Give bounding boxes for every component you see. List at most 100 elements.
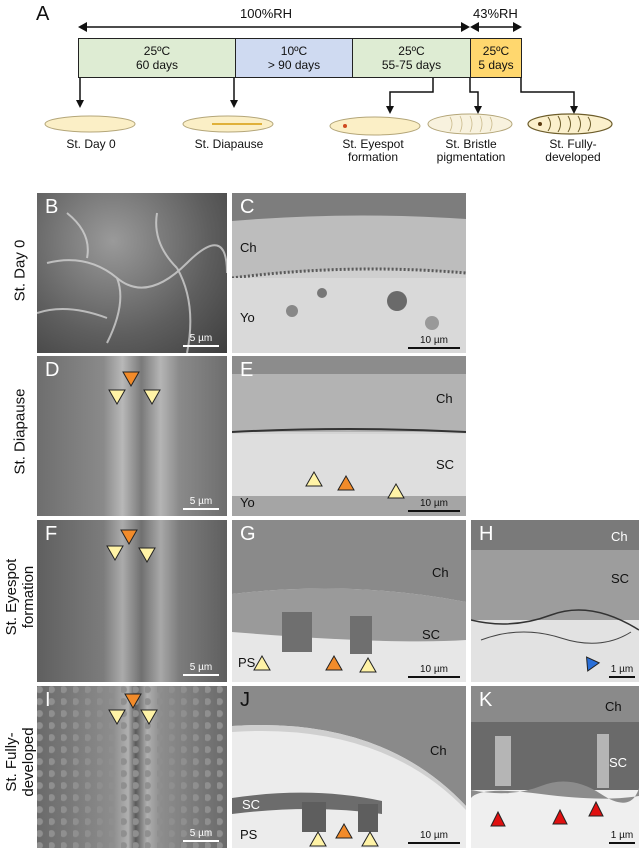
row-label-eyespot-line1: St. Eyespot xyxy=(3,558,20,636)
panel-g-letter: G xyxy=(240,523,256,545)
panel-k-label-ch: Ch xyxy=(605,699,622,714)
panel-c-scalebar: 10 µm xyxy=(408,335,460,349)
row-label-eyespot-line2: formation xyxy=(20,565,37,629)
panel-e-scale-text: 10 µm xyxy=(420,498,448,509)
phase-4: 25ºC 5 days xyxy=(470,38,522,78)
panel-e-letter: E xyxy=(240,359,254,381)
panel-j-scale-text: 10 µm xyxy=(420,830,448,841)
panel-f-scale-text: 5 µm xyxy=(189,662,213,673)
fully-arrowheads xyxy=(108,693,158,726)
panel-g-label-ps: PS xyxy=(238,655,256,670)
panel-k-scale-text: 1 µm xyxy=(610,830,634,841)
panel-f-sem: F 5 µm xyxy=(37,520,227,682)
phase-4-duration: 5 days xyxy=(478,58,514,72)
phase-2-duration: > 90 days xyxy=(267,58,321,72)
row-label-fully-line2: developed xyxy=(20,727,37,797)
phase-3-temp: 25ºC xyxy=(398,44,425,58)
panel-e-label-ch: Ch xyxy=(436,391,453,406)
row-label-day0-line1: St. Day 0 xyxy=(11,239,29,302)
panel-b-scale-text: 5 µm xyxy=(189,333,213,344)
diapause-layers xyxy=(232,356,466,516)
panel-j-letter: J xyxy=(240,689,250,711)
phase-1-temp: 25ºC xyxy=(143,44,171,58)
egg-eyespot-icon xyxy=(329,116,421,136)
stage-eyespot-line1: St. Eyespot xyxy=(342,137,404,151)
panel-d-scalebar: 5 µm xyxy=(183,496,219,510)
eyespot-layers xyxy=(232,520,466,673)
panel-i-scale-text: 5 µm xyxy=(189,828,213,839)
panel-d-letter: D xyxy=(45,359,60,381)
phase-1-duration: 60 days xyxy=(135,58,179,72)
panel-c-label-yo: Yo xyxy=(240,310,255,325)
panel-h-letter: H xyxy=(479,523,494,545)
panel-c-scale-text: 10 µm xyxy=(420,335,448,346)
row-label-fully: St. Fully- developed xyxy=(3,712,37,812)
egg-drawings xyxy=(44,113,613,136)
panel-e-scalebar: 10 µm xyxy=(408,498,460,512)
timeline-arrows xyxy=(78,22,522,32)
panel-e-tem: E Ch SC Yo 10 µm xyxy=(232,356,466,516)
stage-bristle-line2: pigmentation xyxy=(436,150,506,164)
panel-h-tem: H Ch SC 1 µm xyxy=(471,520,639,682)
panel-h-label-ch: Ch xyxy=(611,529,628,544)
panel-h-label-sc: SC xyxy=(611,571,630,586)
panel-j-label-ps: PS xyxy=(240,827,258,842)
stage-eyespot: St. Eyespot formation xyxy=(318,138,428,164)
stage-diapause-line1: St. Diapause xyxy=(194,137,264,151)
panel-a-letter: A xyxy=(36,3,50,25)
chorion-layer xyxy=(232,193,466,353)
panel-k-scalebar: 1 µm xyxy=(609,830,635,844)
panel-b-scalebar: 5 µm xyxy=(183,333,219,347)
phase-4-temp: 25ºC xyxy=(482,44,510,58)
panel-e-label-yo: Yo xyxy=(240,495,255,510)
stage-fully-line2: developed xyxy=(545,150,601,164)
panel-i-sem: I 5 µm xyxy=(37,686,227,848)
rh-43-label: 43%RH xyxy=(473,6,518,21)
panel-b-letter: B xyxy=(45,196,59,218)
fully-detail xyxy=(471,686,639,827)
panel-d-sem: D 5 µm xyxy=(37,356,227,516)
row-label-day0: St. Day 0 xyxy=(12,221,29,321)
stage-fully-developed: St. Fully- developed xyxy=(518,138,628,164)
wrinkle-texture xyxy=(37,212,227,353)
panel-k-tem: K Ch SC 1 µm xyxy=(471,686,639,848)
panel-i-scalebar: 5 µm xyxy=(183,828,219,842)
fully-layers xyxy=(232,686,466,847)
row-label-diapause-line1: St. Diapause xyxy=(11,388,29,475)
stage-day0-line1: St. Day 0 xyxy=(66,137,116,151)
panel-g-tem: G Ch SC PS 10 µm xyxy=(232,520,466,682)
panel-e-label-sc: SC xyxy=(436,457,455,472)
panel-g-scale-text: 10 µm xyxy=(420,664,448,675)
panel-f-scalebar: 5 µm xyxy=(183,662,219,676)
panel-j-label-sc: SC xyxy=(242,797,261,812)
phase-2: 10ºC > 90 days xyxy=(235,38,353,78)
panel-c-label-ch: Ch xyxy=(240,240,257,255)
row-label-fully-line1: St. Fully- xyxy=(3,732,20,792)
phase-2-temp: 10ºC xyxy=(280,44,308,58)
panel-g-scalebar: 10 µm xyxy=(408,664,460,678)
panel-j-scalebar: 10 µm xyxy=(408,830,460,844)
panel-h-scalebar: 1 µm xyxy=(609,664,635,678)
panel-b-sem: B 5 µm xyxy=(37,193,227,353)
egg-bristle-icon xyxy=(427,113,513,135)
eyespot-detail xyxy=(471,520,639,672)
stage-bristle-line1: St. Bristle xyxy=(445,137,497,151)
panel-h-scale-text: 1 µm xyxy=(610,664,634,675)
panel-k-letter: K xyxy=(479,689,493,711)
panel-c-letter: C xyxy=(240,196,255,218)
phase-3: 25ºC 55-75 days xyxy=(352,38,471,78)
panel-c-tem: C Ch Yo 10 µm xyxy=(232,193,466,353)
stage-eyespot-line2: formation xyxy=(347,150,399,164)
panel-k-label-sc: SC xyxy=(609,755,628,770)
panel-g-label-ch: Ch xyxy=(432,565,449,580)
row-label-diapause: St. Diapause xyxy=(12,382,29,482)
panel-f-letter: F xyxy=(45,523,58,545)
rh-100-label: 100%RH xyxy=(240,6,293,21)
panel-j-label-ch: Ch xyxy=(430,743,447,758)
eyespot-arrowheads xyxy=(106,529,156,564)
panel-g-label-sc: SC xyxy=(422,627,441,642)
stage-diapause: St. Diapause xyxy=(174,138,284,151)
egg-day0-icon xyxy=(44,115,136,133)
row-label-eyespot: St. Eyespot formation xyxy=(3,547,37,647)
stage-fully-line1: St. Fully- xyxy=(549,137,597,151)
